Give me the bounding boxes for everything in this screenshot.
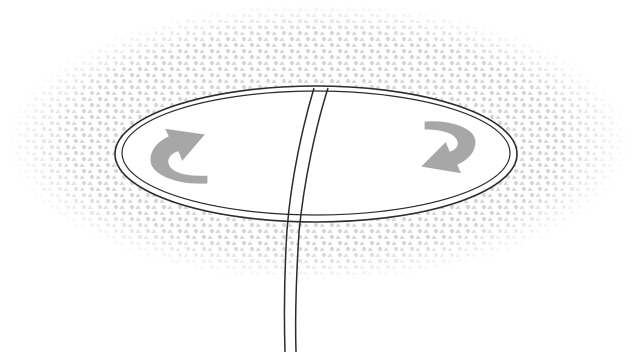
rotation-diagram [0, 0, 637, 352]
diagram-canvas [0, 0, 637, 352]
